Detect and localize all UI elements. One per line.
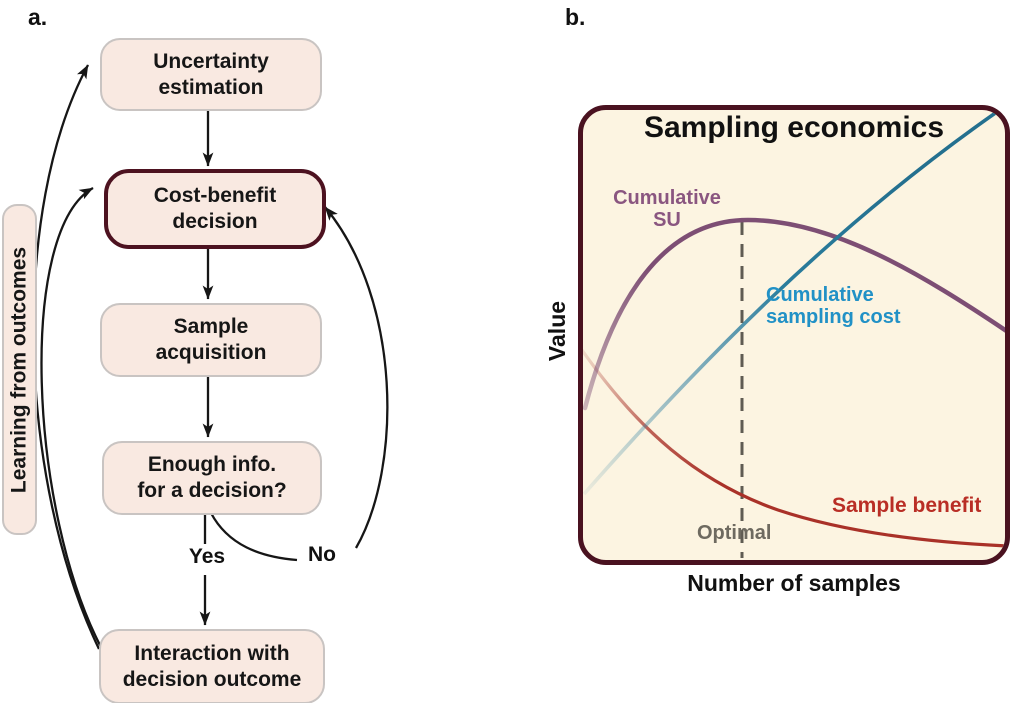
branch-label-no: No [308, 543, 336, 566]
cumulative-su-label: Cumulative SU [613, 187, 721, 231]
cumulative-su-curve [583, 217, 1005, 411]
cumulative-cost-label: Cumulative sampling cost [766, 284, 901, 328]
chart-title: Sampling economics [643, 111, 945, 144]
flow-box-cost-benefit-decision: Cost-benefit decision [104, 169, 326, 249]
flow-box-interaction-outcome: Interaction with decision outcome [99, 629, 325, 703]
x-axis-label: Number of samples [687, 570, 901, 596]
arrow-no-return-to-costbenefit [324, 206, 389, 549]
y-axis-label: Value [544, 300, 570, 362]
chart-curves [583, 110, 1005, 558]
sample-benefit-curve [583, 349, 1005, 548]
flow-box-sample-acquisition: Sample acquisition [100, 303, 322, 377]
branch-label-yes: Yes [188, 545, 226, 568]
optimal-label: Optimal [697, 522, 772, 544]
flow-box-enough-info: Enough info. for a decision? [102, 441, 322, 515]
panel-b-label: b. [565, 4, 586, 30]
flow-box-uncertainty-estimation: Uncertainty estimation [100, 38, 322, 111]
learning-from-outcomes-pill: Learning from outcomes [2, 204, 37, 535]
learning-from-outcomes-label: Learning from outcomes [7, 246, 31, 494]
panel-b: b. [540, 0, 1024, 703]
sampling-economics-chart [578, 105, 1010, 565]
arrow-learning-to-costbenefit [40, 186, 105, 652]
cumulative-cost-curve [583, 110, 1003, 496]
panel-a-label: a. [28, 4, 48, 30]
sample-benefit-label: Sample benefit [832, 494, 982, 517]
no-stub-curve [209, 512, 298, 562]
arrow-learning-to-uncertainty [32, 64, 101, 650]
